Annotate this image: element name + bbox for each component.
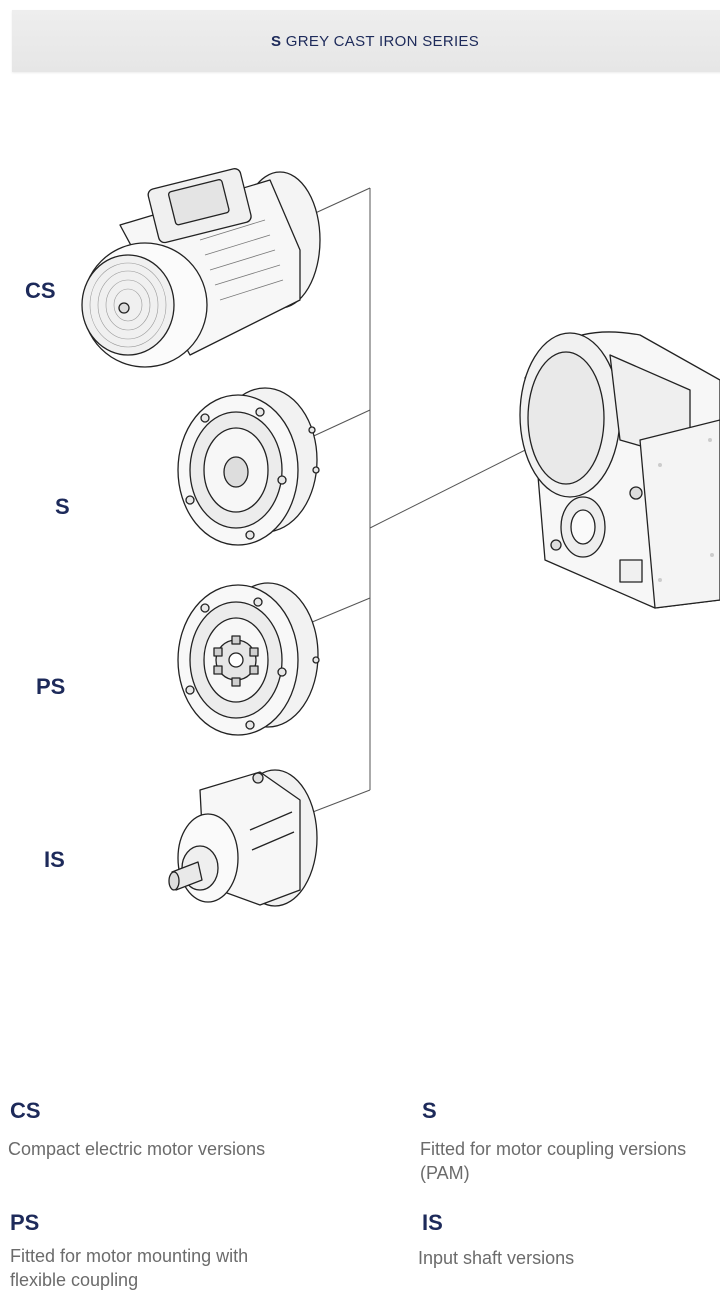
s-flange-drawing <box>177 387 320 546</box>
legend-s-code: S <box>422 1098 437 1123</box>
header-series-code: S <box>270 33 282 50</box>
legend-ps-description: Fitted for motor mounting with flexible … <box>10 1246 249 1290</box>
gearbox-assembly-illustration <box>81 168 720 907</box>
label-is: IS <box>44 847 65 872</box>
legend-s-description: Fitted for motor coupling versions (PAM) <box>420 1139 687 1183</box>
label-s: S <box>55 494 70 519</box>
legend-cs-description: Compact electric motor versions <box>8 1139 266 1159</box>
header-series-title: GREY CAST IRON SERIES <box>285 33 480 50</box>
cs-motor-drawing <box>81 168 321 368</box>
connector-lines <box>299 187 566 816</box>
gearbox-housing-drawing <box>519 331 720 609</box>
legend-cs-code: CS <box>10 1098 41 1123</box>
header-bar <box>12 10 720 72</box>
label-ps: PS <box>36 674 66 699</box>
is-input-shaft-drawing <box>168 769 318 907</box>
header-title: S GREY CAST IRON SERIES <box>0 33 720 50</box>
label-cs: CS <box>25 278 56 303</box>
legend-ps-code: PS <box>10 1210 40 1235</box>
legend-is-code: IS <box>422 1210 443 1235</box>
legend-is-description: Input shaft versions <box>418 1248 575 1268</box>
ps-flange-drawing <box>177 582 320 736</box>
